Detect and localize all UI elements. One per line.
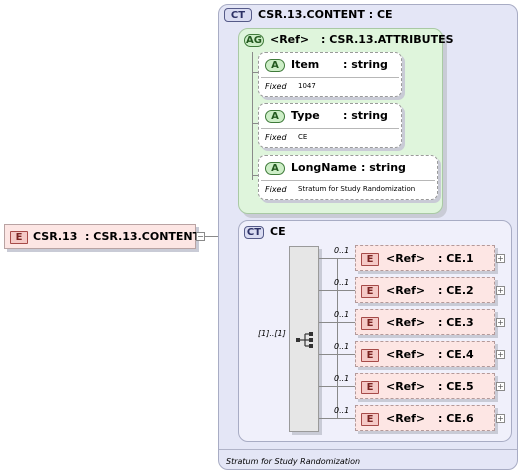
element-ref: <Ref> — [386, 316, 426, 329]
expand-toggle-icon[interactable]: + — [496, 318, 505, 327]
fixed-label: Fixed — [265, 133, 287, 142]
attribute-name: LongName — [291, 161, 357, 174]
connector-line — [337, 258, 338, 418]
attribute-type: : string — [361, 161, 406, 174]
attribute-type: : string — [343, 109, 388, 122]
element-badge: E — [361, 253, 379, 266]
attribute-group-type: : CSR.13.ATTRIBUTES — [321, 33, 454, 46]
ce-element-box[interactable]: E <Ref> : CE.2 — [355, 277, 495, 303]
occurrence-label: 0..1 — [334, 246, 350, 255]
attribute-name: Item — [291, 58, 320, 71]
attribute-name: Type — [291, 109, 320, 122]
complex-type-badge-icon: CT — [224, 8, 252, 22]
element-ref: <Ref> — [386, 348, 426, 361]
attribute-box[interactable]: A Type : string Fixed CE — [258, 103, 402, 148]
connector-line — [252, 123, 258, 124]
attribute-badge: A — [265, 110, 285, 123]
ce-element-box[interactable]: E <Ref> : CE.3 — [355, 309, 495, 335]
element-ref: <Ref> — [386, 284, 426, 297]
expand-toggle-icon[interactable]: + — [496, 414, 505, 423]
attribute-badge: A — [265, 59, 285, 72]
complex-type-documentation: Stratum for Study Randomization — [226, 457, 361, 466]
sequence-icon — [296, 332, 313, 348]
attribute-group-ref: <Ref> — [270, 33, 310, 46]
occurrence-label: 0..1 — [334, 310, 350, 319]
occurrence-label: 0..1 — [334, 406, 350, 415]
element-badge: E — [361, 413, 379, 426]
ce-element-box[interactable]: E <Ref> : CE.1 — [355, 245, 495, 271]
divider — [219, 449, 517, 450]
connector-line — [319, 418, 355, 419]
fixed-value: CE — [298, 133, 308, 141]
attribute-box[interactable]: A LongName : string Fixed Stratum for St… — [258, 155, 438, 200]
ce-type-title: CE — [270, 225, 286, 238]
element-type: : CE.5 — [438, 380, 474, 393]
element-type: : CE.3 — [438, 316, 474, 329]
occurrence-label: 0..1 — [334, 278, 350, 287]
element-badge: E — [10, 231, 28, 244]
occurrence-label: 0..1 — [334, 374, 350, 383]
attribute-type: : string — [343, 58, 388, 71]
expand-toggle-icon[interactable]: + — [496, 350, 505, 359]
element-badge: E — [361, 285, 379, 298]
connector-line — [319, 290, 355, 291]
expand-toggle-icon[interactable]: + — [496, 254, 505, 263]
element-ref: <Ref> — [386, 252, 426, 265]
element-type: : CE.1 — [438, 252, 474, 265]
attribute-group-badge: AG — [244, 34, 264, 47]
element-ref: <Ref> — [386, 380, 426, 393]
connector-line — [319, 322, 355, 323]
fixed-value: Stratum for Study Randomization — [298, 185, 416, 193]
divider — [261, 77, 399, 78]
element-badge: E — [361, 381, 379, 394]
connector-line — [252, 175, 258, 176]
element-badge: E — [361, 349, 379, 362]
element-type: : CE.4 — [438, 348, 474, 361]
element-badge: E — [361, 317, 379, 330]
connector-line — [205, 236, 229, 237]
root-element-box[interactable]: E CSR.13 : CSR.13.CONTENT — [4, 224, 200, 249]
connector-line — [319, 386, 355, 387]
connector-line — [252, 72, 258, 73]
connector-line — [319, 354, 355, 355]
attribute-box[interactable]: A Item : string Fixed 1047 — [258, 52, 402, 97]
ce-element-box[interactable]: E <Ref> : CE.6 — [355, 405, 495, 431]
occurrence-label: 0..1 — [334, 342, 350, 351]
connector-line — [252, 52, 253, 180]
multiplicity-label: [1]..[1] — [258, 329, 286, 338]
ce-type-badge: CT — [244, 226, 264, 239]
sequence-compositor[interactable] — [289, 246, 319, 432]
fixed-label: Fixed — [265, 185, 287, 194]
element-type: : CE.2 — [438, 284, 474, 297]
divider — [261, 180, 435, 181]
fixed-value: 1047 — [298, 82, 316, 90]
ce-element-box[interactable]: E <Ref> : CE.4 — [355, 341, 495, 367]
connector-line — [319, 258, 355, 259]
expand-toggle-icon[interactable]: + — [496, 286, 505, 295]
ce-element-box[interactable]: E <Ref> : CE.5 — [355, 373, 495, 399]
divider — [261, 128, 399, 129]
root-element-type: : CSR.13.CONTENT — [85, 230, 201, 243]
element-type: : CE.6 — [438, 412, 474, 425]
attribute-badge: A — [265, 162, 285, 175]
collapse-toggle-icon[interactable]: − — [196, 232, 205, 241]
root-element-name: CSR.13 — [33, 230, 78, 243]
fixed-label: Fixed — [265, 82, 287, 91]
complex-type-title: CSR.13.CONTENT : CE — [258, 8, 393, 21]
expand-toggle-icon[interactable]: + — [496, 382, 505, 391]
element-ref: <Ref> — [386, 412, 426, 425]
